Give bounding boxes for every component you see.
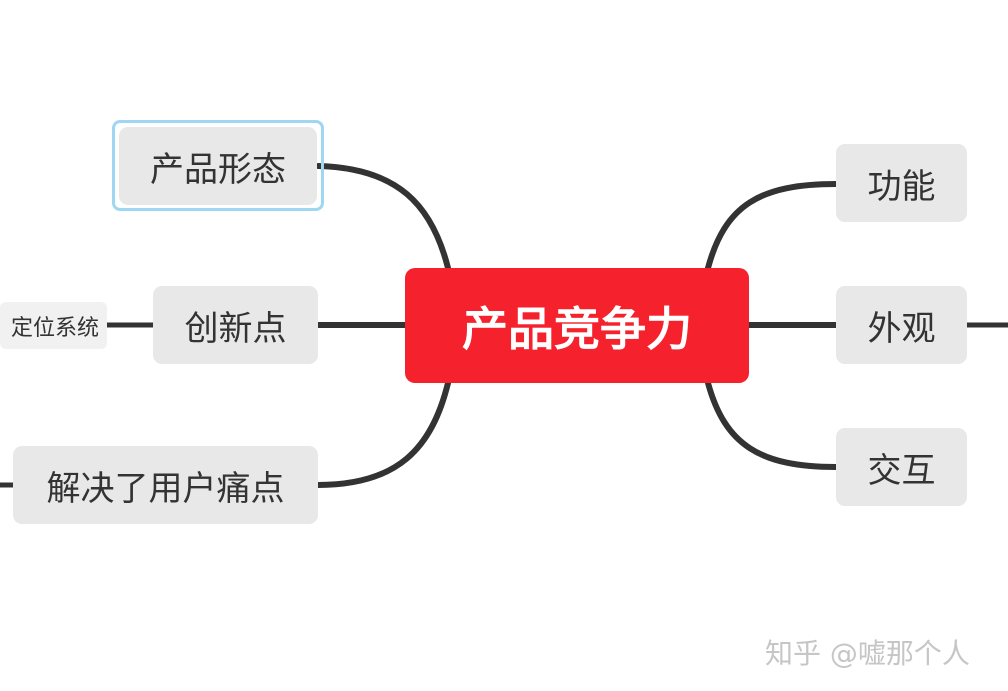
topic-product-form[interactable]: 产品形态 [119,127,317,205]
topic-pain-points[interactable]: 解决了用户痛点 [13,446,318,524]
watermark: 知乎 @嘘那个人 [765,637,970,670]
topic-interaction[interactable]: 交互 [836,428,967,506]
connector-interaction [705,380,839,470]
topic-function[interactable]: 功能 [836,144,967,222]
topic-innovation[interactable]: 创新点 [153,286,318,364]
connector-pain-points [315,380,451,488]
connector-function [705,181,839,271]
topic-appearance[interactable]: 外观 [836,286,967,364]
central-topic[interactable]: 产品竞争力 [405,268,749,383]
subtopic-positioning-system[interactable]: 定位系统 [0,302,107,349]
connector-product-form [315,163,451,271]
selection-outline [112,120,324,211]
